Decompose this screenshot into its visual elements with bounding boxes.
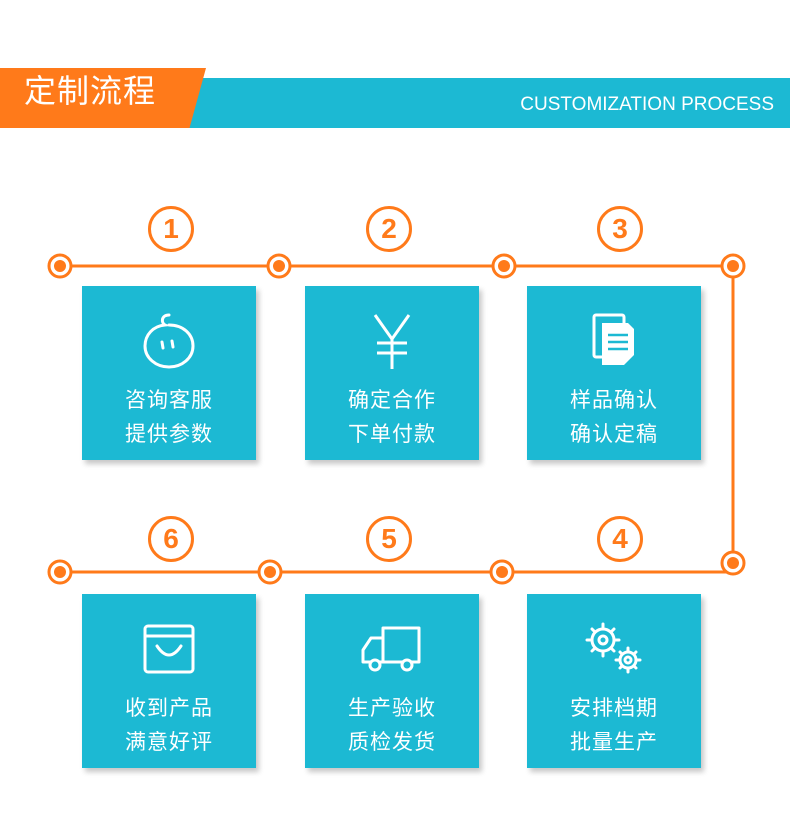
step-card-receive-product: 收到产品 满意好评 (82, 594, 256, 768)
header-orange-tab: 定制流程 (0, 68, 206, 128)
step-number-3: 3 (597, 206, 643, 252)
header-title: 定制流程 (24, 72, 157, 110)
step-card-inspect-ship: 生产验收 质检发货 (305, 594, 479, 768)
header-subtitle: CUSTOMIZATION PROCESS (520, 94, 774, 115)
step-subtitle: 质检发货 (348, 730, 436, 754)
documents-icon (527, 308, 701, 372)
step-title: 生产验收 (348, 696, 436, 720)
timeline-dot (257, 559, 283, 585)
step-card-consult: 咨询客服 提供参数 (82, 286, 256, 460)
gears-icon (527, 616, 701, 680)
delivery-truck-icon (305, 616, 479, 680)
step-number-6: 6 (148, 516, 194, 562)
timeline-dot (47, 253, 73, 279)
step-subtitle: 满意好评 (125, 730, 213, 754)
timeline-dot (47, 559, 73, 585)
step-number-5: 5 (366, 516, 412, 562)
yuan-currency-icon (305, 308, 479, 372)
step-number-2: 2 (366, 206, 412, 252)
step-subtitle: 确认定稿 (570, 422, 658, 446)
step-card-sample-confirm: 样品确认 确认定稿 (527, 286, 701, 460)
header-teal-strip: CUSTOMIZATION PROCESS (188, 78, 790, 128)
timeline-dot (266, 253, 292, 279)
step-number-4: 4 (597, 516, 643, 562)
step-title: 收到产品 (125, 696, 213, 720)
header-banner: CUSTOMIZATION PROCESS 定制流程 (0, 68, 790, 128)
step-number-1: 1 (148, 206, 194, 252)
step-subtitle: 下单付款 (348, 422, 436, 446)
timeline-dot (489, 559, 515, 585)
timeline-dot (491, 253, 517, 279)
timeline-dot (720, 550, 746, 576)
timeline-dot (720, 253, 746, 279)
shopping-bag-icon (82, 616, 256, 680)
step-card-schedule-production: 安排档期 批量生产 (527, 594, 701, 768)
step-subtitle: 提供参数 (125, 422, 213, 446)
step-title: 样品确认 (570, 388, 658, 412)
step-subtitle: 批量生产 (570, 730, 658, 754)
step-title: 安排档期 (570, 696, 658, 720)
chat-bubble-face-icon (82, 308, 256, 372)
step-card-confirm-order: 确定合作 下单付款 (305, 286, 479, 460)
step-title: 咨询客服 (125, 388, 213, 412)
step-title: 确定合作 (348, 388, 436, 412)
